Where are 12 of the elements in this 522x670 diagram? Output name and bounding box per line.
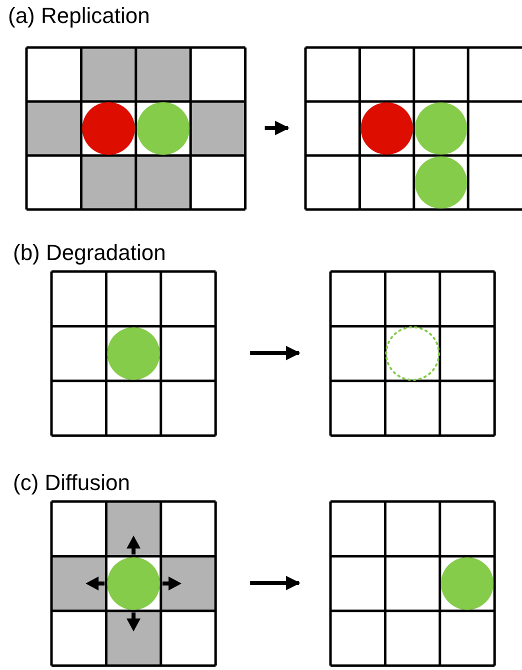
panel-title: (a) Replication [8, 5, 150, 27]
lattice-grid-drawing [328, 270, 496, 437]
lattice-grid-drawing [24, 46, 246, 210]
lattice-grid-drawing [328, 500, 496, 667]
lattice-grid-drawing [50, 500, 217, 667]
lattice-grid-drawing [50, 270, 217, 437]
lattice-grid-drawing [304, 46, 522, 210]
panel-title: (b) Degradation [13, 242, 166, 264]
arrow [250, 346, 300, 360]
arrow [250, 576, 300, 590]
arrow [264, 120, 290, 136]
panel-title: (c) Diffusion [13, 472, 130, 494]
